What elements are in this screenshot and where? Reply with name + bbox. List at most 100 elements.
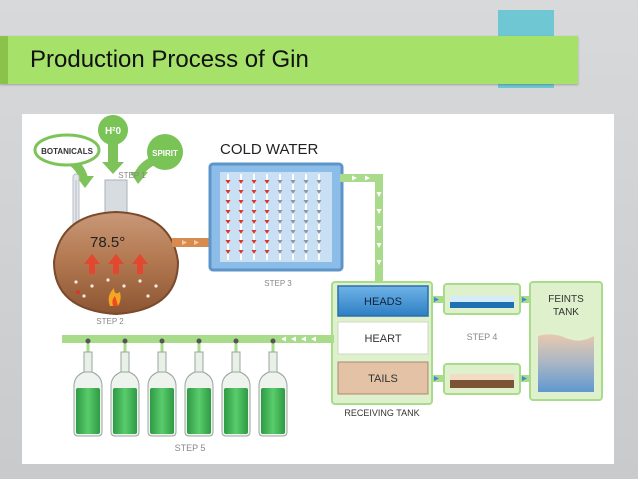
tank-label: TANK <box>553 307 579 318</box>
water-arrow <box>108 142 118 164</box>
condenser-arrow <box>277 230 283 234</box>
still-temperature: 78.5° <box>90 234 125 251</box>
heads-compartment <box>337 285 429 317</box>
condenser-arrow <box>225 220 231 224</box>
heads-label: HEADS <box>364 296 402 308</box>
gin-bottle <box>73 338 103 437</box>
condenser-arrow <box>277 250 283 254</box>
condenser-arrow <box>277 240 283 244</box>
condenser-arrow <box>316 240 322 244</box>
gin-bottle <box>258 338 288 437</box>
step4-label: STEP 4 <box>467 332 498 342</box>
condenser-arrow <box>316 180 322 184</box>
diagram-canvas: BOTANICALS H²0 SPIRIT STEP 1 78.5° <box>33 115 603 453</box>
condenser-arrow <box>238 190 244 194</box>
condenser-arrow <box>290 200 296 204</box>
condenser-arrow <box>316 220 322 224</box>
condenser-arrow <box>225 210 231 214</box>
fire-icon <box>108 288 121 306</box>
condenser-arrow <box>303 200 309 204</box>
condenser-arrow <box>303 250 309 254</box>
heat-arrows <box>84 254 148 274</box>
step5-label: STEP 5 <box>175 443 206 453</box>
cold-water-label: COLD WATER <box>220 141 319 158</box>
condenser-arrow <box>264 240 270 244</box>
condenser-arrow <box>264 200 270 204</box>
spirit-arrowhead <box>130 172 148 184</box>
feints-label: FEINTS <box>548 294 584 305</box>
condenser-arrow <box>238 240 244 244</box>
heart-label: HEART <box>364 333 401 345</box>
condenser-arrow <box>290 230 296 234</box>
slide-title: Production Process of Gin <box>30 46 309 73</box>
condenser-arrow <box>290 180 296 184</box>
condenser-arrow <box>303 230 309 234</box>
condenser <box>208 162 344 272</box>
condenser-arrow <box>238 200 244 204</box>
condenser-arrow <box>316 230 322 234</box>
title-bar: Production Process of Gin <box>0 36 578 84</box>
water-arrowhead <box>102 162 124 174</box>
condenser-arrow <box>238 220 244 224</box>
condenser-arrow <box>251 210 257 214</box>
still: 78.5° <box>52 179 180 316</box>
gin-bottle <box>110 338 140 437</box>
condenser-arrow <box>225 200 231 204</box>
condenser-arrow <box>316 190 322 194</box>
gin-bottle <box>147 338 177 437</box>
condenser-arrow <box>264 190 270 194</box>
condenser-arrow <box>251 220 257 224</box>
condenser-arrow <box>264 250 270 254</box>
condenser-arrow <box>225 250 231 254</box>
botanicals-badge: BOTANICALS <box>33 133 101 167</box>
gin-bottle <box>221 338 251 437</box>
condenser-arrow <box>316 210 322 214</box>
condenser-arrow <box>303 190 309 194</box>
water-badge: H²0 <box>98 115 128 145</box>
condenser-arrow <box>238 180 244 184</box>
feints-tank: FEINTS TANK <box>529 281 603 401</box>
bottling-pipe-arrows <box>281 336 316 342</box>
condenser-arrow <box>316 200 322 204</box>
spirit-badge: SPIRIT <box>147 134 183 170</box>
condenser-arrow <box>290 240 296 244</box>
condenser-arrow <box>238 210 244 214</box>
condenser-arrow <box>225 190 231 194</box>
still-neck <box>104 179 128 217</box>
condenser-arrow <box>303 240 309 244</box>
step1-label: STEP 1 <box>118 171 146 180</box>
condenser-columns <box>225 174 322 260</box>
condenser-arrow <box>277 180 283 184</box>
condenser-arrow <box>290 250 296 254</box>
tails-compartment <box>337 361 429 395</box>
condenser-arrow <box>303 220 309 224</box>
bottles <box>73 338 288 437</box>
condenser-arrow <box>264 210 270 214</box>
distillate-pipe <box>340 174 383 284</box>
condenser-arrow <box>290 190 296 194</box>
condenser-arrow <box>290 220 296 224</box>
gin-process-diagram: BOTANICALS H²0 SPIRIT STEP 1 78.5° <box>22 114 614 464</box>
heads-container <box>443 283 521 315</box>
condenser-arrow <box>290 210 296 214</box>
condenser-arrow <box>225 230 231 234</box>
condenser-arrow <box>277 220 283 224</box>
condenser-arrow <box>277 200 283 204</box>
condenser-arrow <box>251 240 257 244</box>
condenser-arrow <box>303 180 309 184</box>
condenser-arrow <box>251 250 257 254</box>
condenser-arrow <box>277 190 283 194</box>
heart-compartment <box>337 321 429 355</box>
title-stub <box>0 36 8 84</box>
condenser-arrow <box>225 240 231 244</box>
botanicals-arrowhead <box>76 176 94 188</box>
condenser-arrow <box>238 250 244 254</box>
vapour-pipe <box>172 238 214 247</box>
condenser-arrow <box>264 230 270 234</box>
spirit-label: SPIRIT <box>152 149 178 158</box>
condenser-arrow <box>264 220 270 224</box>
condenser-arrow <box>251 180 257 184</box>
condenser-arrow <box>251 200 257 204</box>
step3-label: STEP 3 <box>264 279 292 288</box>
